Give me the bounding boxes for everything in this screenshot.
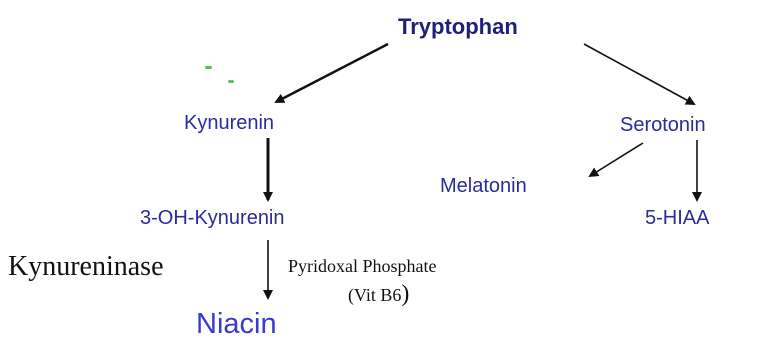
node-kynurenin: Kynurenin [184,112,275,134]
node-5-hiaa: 5-HIAA [645,207,710,229]
arrow-serotonin-to-melatonin [588,142,644,178]
node-3-oh-kynurenin: 3-OH-Kynurenin [140,207,285,229]
decorative-green-mark [228,80,234,83]
decorative-green-mark [205,66,212,69]
node-serotonin: Serotonin [620,114,706,136]
label-enzyme-kynureninase: Kynureninase [8,251,164,282]
arrow-tryptophan-to-serotonin [583,43,696,105]
label-cofactor-note-text: (Vit B6 [348,285,402,305]
arrow-tryptophan-to-kynurenin [274,42,389,104]
node-niacin: Niacin [196,308,277,340]
label-cofactor-note-close: ) [401,281,410,307]
label-cofactor-note: (Vit B6) [348,282,409,306]
node-melatonin: Melatonin [440,175,527,197]
node-tryptophan: Tryptophan [398,14,518,39]
label-cofactor: Pyridoxal Phosphate [288,256,437,276]
